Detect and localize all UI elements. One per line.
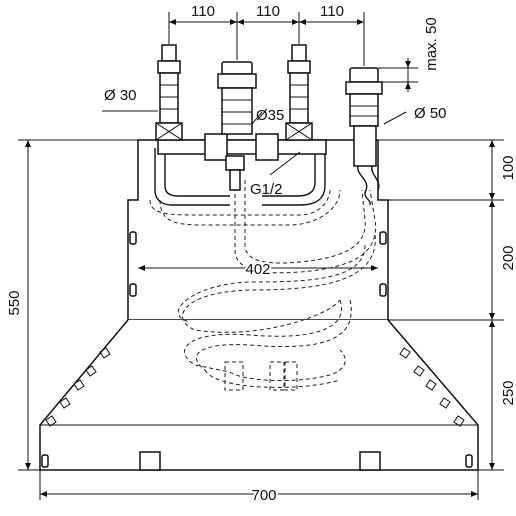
tub-body bbox=[39, 139, 479, 471]
label-diameter-middle: Ø35 bbox=[256, 107, 284, 124]
valve-left bbox=[155, 44, 183, 141]
hand-shower-holder bbox=[345, 67, 383, 206]
label-height-top: 100 bbox=[500, 155, 516, 180]
hidden-hose bbox=[149, 180, 377, 391]
label-spacing-left: 110 bbox=[191, 3, 215, 20]
dimension-labels: 110 110 110 max. 50 Ø 30 Ø35 Ø 50 G1/2 4… bbox=[6, 3, 516, 506]
dimension-lines bbox=[18, 12, 504, 500]
label-max-height: max. 50 bbox=[423, 17, 440, 70]
label-total-width: 700 bbox=[251, 487, 276, 504]
valve-middle bbox=[217, 61, 257, 135]
label-height-bottom: 250 bbox=[500, 380, 516, 405]
label-spacing-middle: 110 bbox=[256, 3, 280, 20]
supply-pipes bbox=[154, 133, 327, 206]
label-thread: G1/2 bbox=[250, 181, 283, 198]
label-inner-width: 402 bbox=[245, 261, 270, 278]
label-spacing-right: 110 bbox=[320, 3, 344, 20]
label-height-middle: 200 bbox=[500, 245, 516, 270]
valve-right bbox=[285, 44, 313, 141]
label-diameter-large: Ø 50 bbox=[414, 105, 447, 122]
label-total-height: 550 bbox=[6, 290, 23, 315]
label-diameter-small: Ø 30 bbox=[104, 87, 137, 104]
